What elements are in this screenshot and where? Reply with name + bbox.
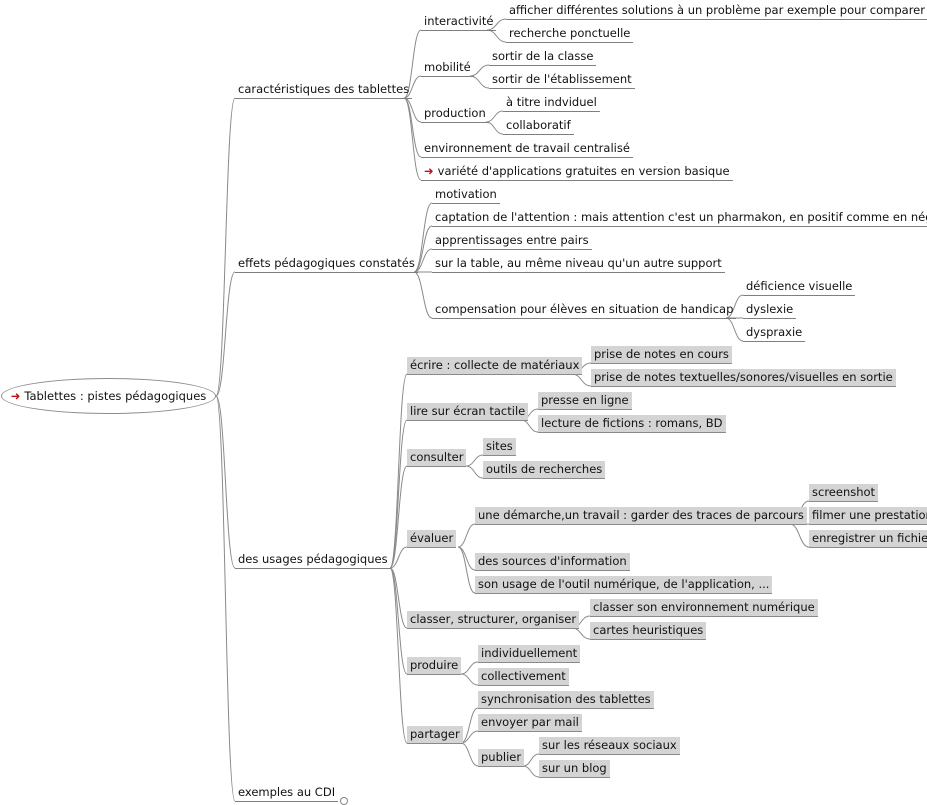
connector-line xyxy=(403,75,422,99)
leaf-node[interactable]: screenshot xyxy=(809,484,879,502)
connector-line xyxy=(460,707,479,744)
connector-line xyxy=(460,742,479,767)
node-publier[interactable]: publier xyxy=(478,749,525,767)
node-demarche[interactable]: une démarche,un travail : garder des tra… xyxy=(475,507,807,525)
connector-line xyxy=(789,523,810,548)
leaf-node[interactable]: dyspraxie xyxy=(743,324,806,342)
branch-exemples[interactable]: exemples au CDI xyxy=(235,784,339,802)
leaf-node[interactable]: individuellement xyxy=(478,645,581,663)
leaf-node[interactable]: motivation xyxy=(432,186,500,204)
leaf-node[interactable]: afficher différentes solutions à un prob… xyxy=(506,2,927,20)
connector-line xyxy=(389,546,408,569)
leaf-node[interactable]: recherche ponctuelle xyxy=(506,25,634,43)
connector-line xyxy=(413,225,433,273)
leaf-node[interactable]: enregistrer un fichier xyxy=(809,530,927,548)
connector-line xyxy=(460,661,479,675)
connector-line xyxy=(413,248,433,273)
root-node[interactable]: ➜ Tablettes : pistes pédagogiques xyxy=(1,378,216,414)
node-mobilite[interactable]: mobilité xyxy=(421,59,474,77)
root-label: Tablettes : pistes pédagogiques xyxy=(24,389,207,403)
collapsed-indicator-icon[interactable] xyxy=(340,797,348,805)
node-evaluer[interactable]: évaluer xyxy=(407,530,457,548)
leaf-node[interactable]: collaboratif xyxy=(503,117,574,135)
leaf-node[interactable]: sortir de la classe xyxy=(489,48,597,66)
connector-line xyxy=(520,419,539,433)
connector-line xyxy=(522,753,540,767)
node-compensation[interactable]: compensation pour élèves en situation de… xyxy=(432,301,737,319)
leaf-node[interactable]: à titre indviduel xyxy=(503,94,600,112)
leaf-node[interactable]: envoyer par mail xyxy=(478,714,582,732)
leaf-node[interactable]: son usage de l'outil numérique, de l'app… xyxy=(475,576,773,594)
node-produire[interactable]: produire xyxy=(407,657,462,675)
leaf-node[interactable]: classer son environnement numérique xyxy=(590,599,818,617)
branch-effets[interactable]: effets pédagogiques constatés xyxy=(235,255,418,273)
connector-line xyxy=(215,97,236,397)
connector-line xyxy=(522,765,540,778)
connector-line xyxy=(457,546,476,571)
connector-line xyxy=(571,373,592,387)
connector-line xyxy=(486,29,507,43)
node-ecrire[interactable]: écrire : collecte de matériaux xyxy=(407,357,583,375)
connector-line xyxy=(725,317,744,342)
leaf-node[interactable]: presse en ligne xyxy=(538,392,632,410)
connector-line xyxy=(413,271,433,319)
connector-line xyxy=(403,97,422,181)
leaf-node[interactable]: prise de notes en cours xyxy=(591,346,732,364)
leaf-node[interactable]: des sources d'information xyxy=(475,553,630,571)
connector-line xyxy=(725,294,744,319)
connector-line xyxy=(389,567,408,744)
node-variete[interactable]: ➜variété d'applications gratuites en ver… xyxy=(421,163,733,181)
connector-line xyxy=(486,18,507,31)
leaf-node[interactable]: sur la table, au même niveau qu'un autre… xyxy=(432,255,725,273)
leaf-node[interactable]: filmer une prestation xyxy=(809,507,927,525)
leaf-node[interactable]: déficience visuelle xyxy=(743,278,856,296)
connector-line xyxy=(465,465,484,479)
connector-line xyxy=(215,395,236,802)
node-production[interactable]: production xyxy=(421,105,489,123)
red-arrow-icon: ➜ xyxy=(10,389,21,403)
leaf-node[interactable]: outils de recherches xyxy=(483,461,606,479)
connector-line xyxy=(403,97,422,158)
connector-line xyxy=(460,730,479,744)
connector-line xyxy=(389,567,408,675)
node-lire[interactable]: lire sur écran tactile xyxy=(407,403,529,421)
connector-line xyxy=(465,454,484,467)
leaf-node[interactable]: collectivement xyxy=(478,668,569,686)
connector-line xyxy=(215,271,236,397)
connector-line xyxy=(457,523,476,548)
branch-usages[interactable]: des usages pédagogiques xyxy=(235,551,391,569)
connector-line xyxy=(215,395,236,569)
connector-line xyxy=(571,627,591,640)
branch-caracteristiques[interactable]: caractéristiques des tablettes xyxy=(235,81,413,99)
connector-line xyxy=(469,75,490,89)
connector-line xyxy=(460,673,479,686)
leaf-node[interactable]: sur les réseaux sociaux xyxy=(539,737,680,755)
connector-line xyxy=(389,419,408,569)
leaf-node[interactable]: synchronisation des tablettes xyxy=(478,691,654,709)
node-partager[interactable]: partager xyxy=(407,726,463,744)
connector-line xyxy=(485,121,504,135)
connector-line xyxy=(485,110,504,123)
leaf-node[interactable]: sites xyxy=(483,438,516,456)
node-classer[interactable]: classer, structurer, organiser xyxy=(407,611,580,629)
leaf-node[interactable]: sortir de l'établissement xyxy=(489,71,635,89)
connector-line xyxy=(469,64,490,77)
node-environnement[interactable]: environnement de travail centralisé xyxy=(421,140,633,158)
leaf-node[interactable]: cartes heuristiques xyxy=(590,622,707,640)
connector-line xyxy=(403,29,422,99)
leaf-node[interactable]: lecture de fictions : romans, BD xyxy=(538,415,726,433)
leaf-node[interactable]: dyslexie xyxy=(743,301,797,319)
connector-line xyxy=(389,465,408,569)
red-arrow-icon: ➜ xyxy=(424,164,434,178)
leaf-node[interactable]: apprentissages entre pairs xyxy=(432,232,592,250)
leaf-node[interactable]: sur un blog xyxy=(539,760,610,778)
node-consulter[interactable]: consulter xyxy=(407,449,467,467)
node-interactivite[interactable]: interactivité xyxy=(421,13,497,31)
leaf-node[interactable]: prise de notes textuelles/sonores/visuel… xyxy=(591,369,896,387)
leaf-node[interactable]: captation de l'attention : mais attentio… xyxy=(432,209,927,227)
variete-label: variété d'applications gratuites en vers… xyxy=(437,164,730,178)
connector-line xyxy=(457,546,476,594)
